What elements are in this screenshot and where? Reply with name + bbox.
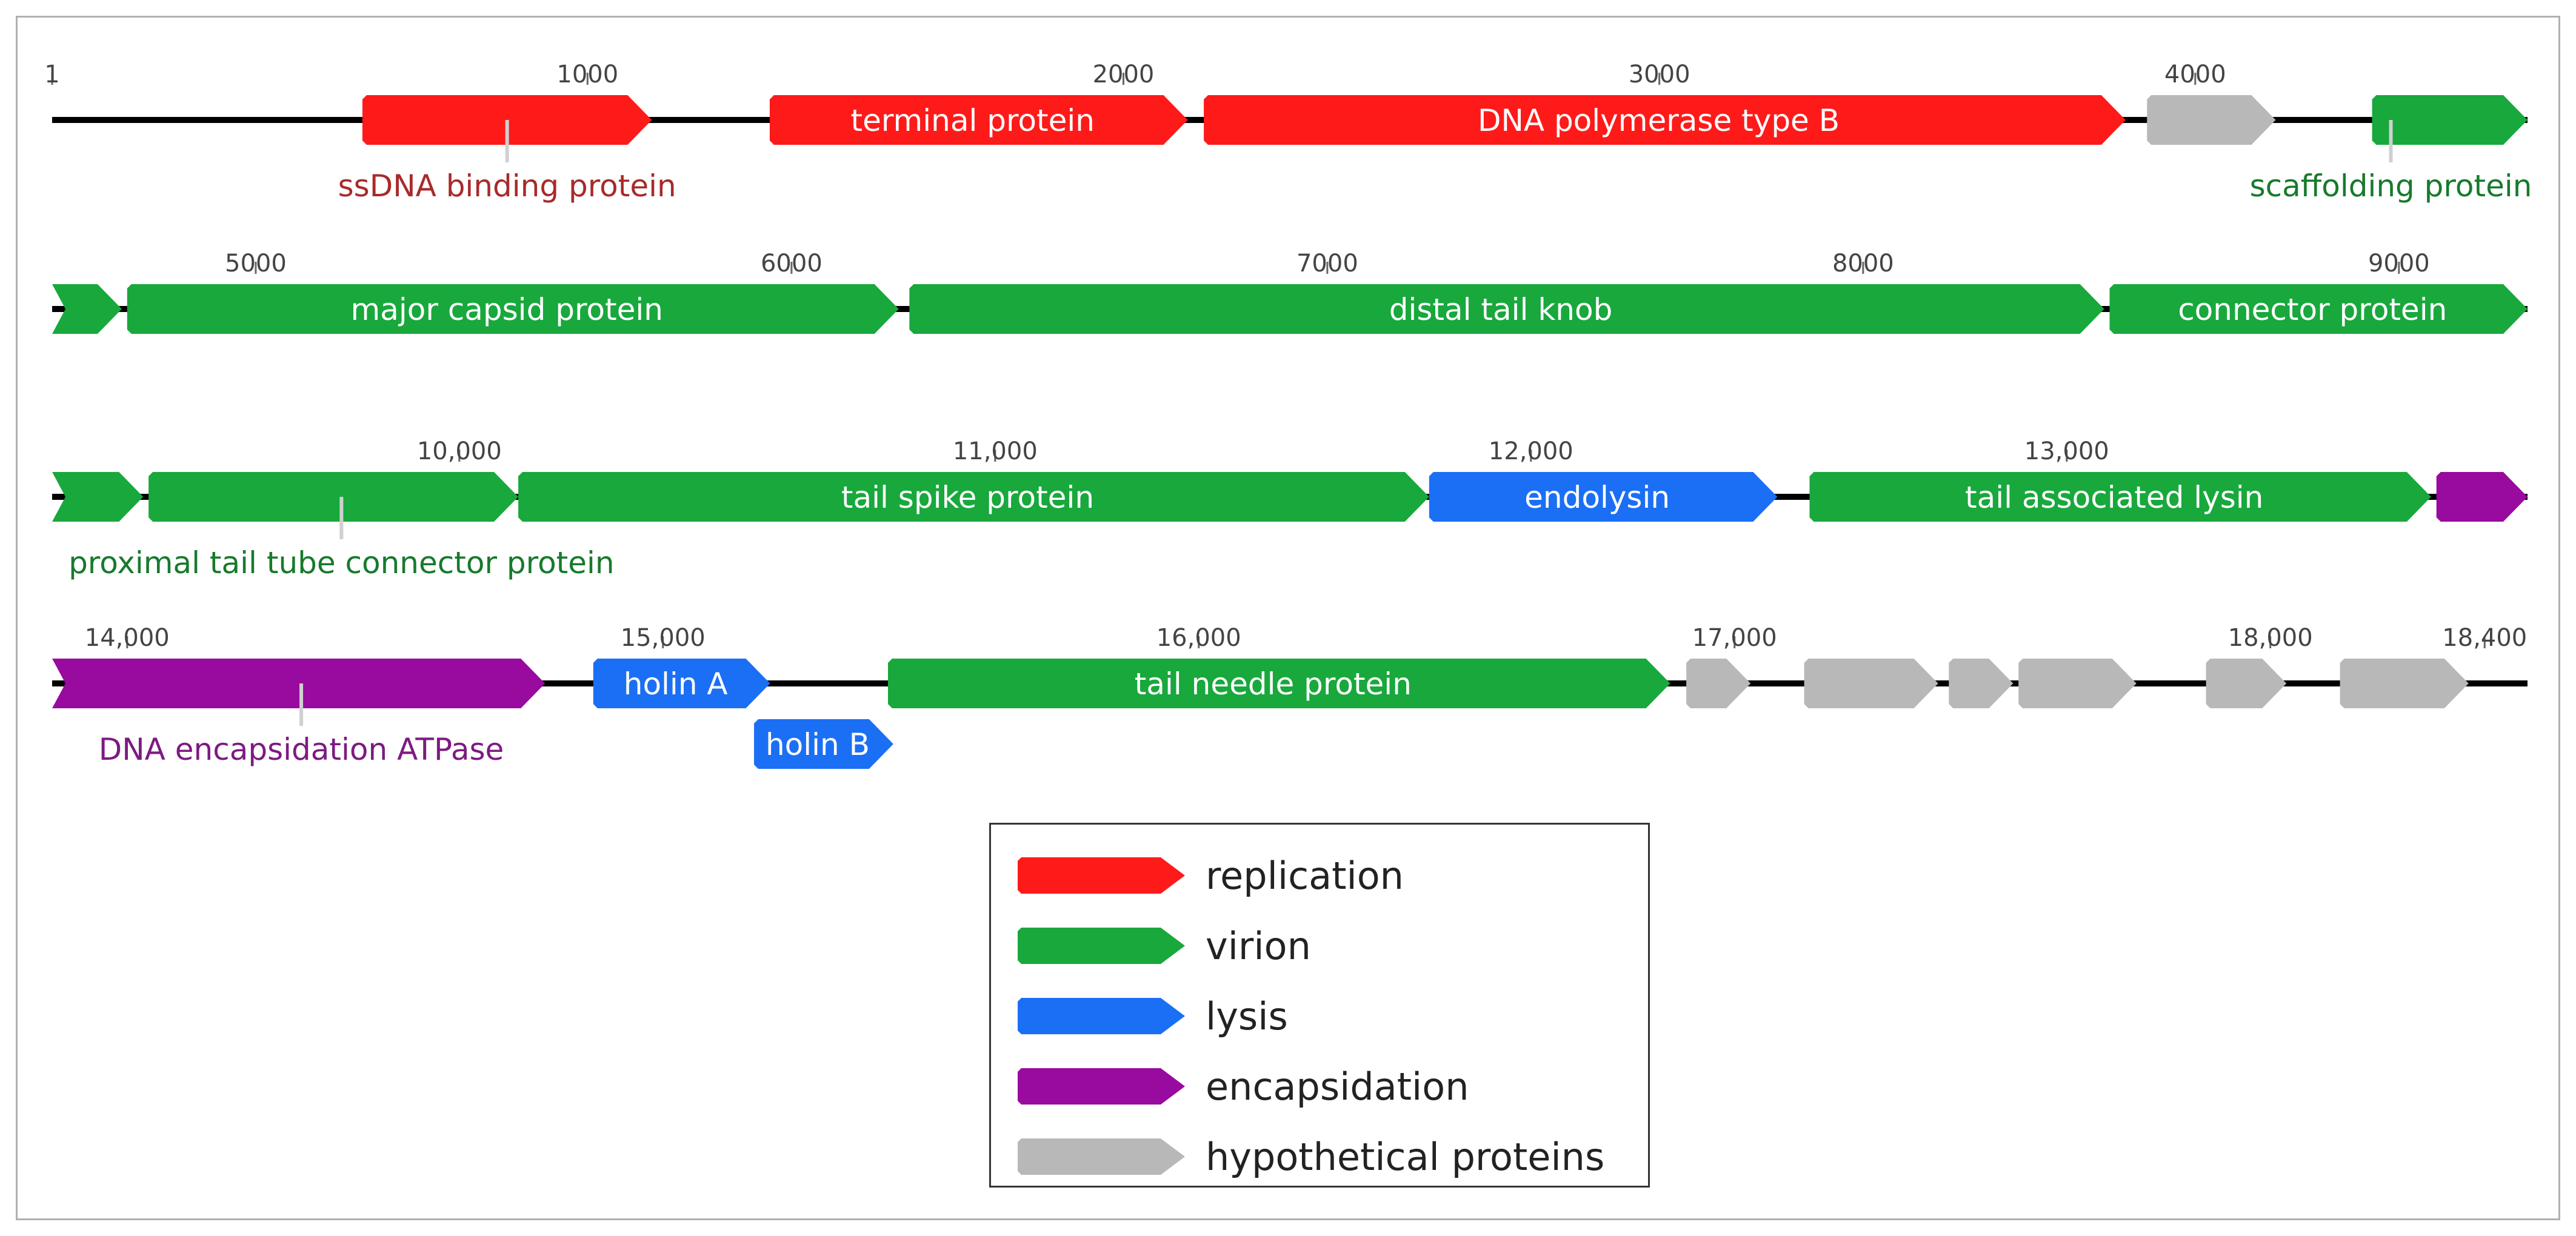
gene-external-label: proximal tail tube connector protein — [68, 545, 615, 580]
tick-label: 16,000 — [1156, 624, 1241, 652]
hypothetical-gene-arrow — [2206, 659, 2287, 708]
tail-needle-protein-gene-arrow — [888, 659, 1670, 708]
legend-item-replication: replication — [1018, 840, 1648, 911]
tick-label: 8000 — [1832, 250, 1894, 277]
legend-label-virion: virion — [1206, 923, 1311, 968]
legend-label-hypothetical: hypothetical proteins — [1206, 1134, 1605, 1179]
gene-label: connector protein — [2178, 292, 2447, 327]
endolysin-gene-arrow — [1429, 472, 1778, 522]
tick-label: 4000 — [2164, 61, 2226, 88]
hypothetical-gene-arrow — [2147, 95, 2276, 145]
tick-label: 7000 — [1296, 250, 1358, 277]
tick-label: 6000 — [761, 250, 823, 277]
holin-a-gene-arrow — [593, 659, 770, 708]
tick-label: 2000 — [1093, 61, 1155, 88]
scaffolding-protein-gene-arrow — [2372, 95, 2528, 145]
virion-gene-arrow — [52, 284, 122, 334]
dna-encapsidation-atpase-gene-arrow — [52, 659, 546, 708]
replication-arrow-icon — [1018, 857, 1185, 894]
tick-label: 10,000 — [417, 437, 502, 465]
legend-item-virion: virion — [1018, 911, 1648, 981]
dna-polymerase-type-b-gene-arrow — [1204, 95, 2126, 145]
gene-label: tail associated lysin — [1965, 480, 2263, 515]
gene-label: terminal protein — [850, 103, 1095, 138]
tick-label: 9000 — [2368, 250, 2430, 277]
legend-label-encapsidation: encapsidation — [1206, 1064, 1469, 1109]
lysis-arrow-icon — [1018, 998, 1185, 1034]
tick-label: 1 — [44, 61, 59, 88]
gene-label: endolysin — [1524, 480, 1670, 515]
tick-label: 3000 — [1629, 61, 1690, 88]
genome-row-1: 1 1000 2000 3000 4000 ssDNA binding protein te… — [44, 61, 2532, 204]
gene-external-label: scaffolding protein — [2250, 168, 2532, 204]
tick-label: 13,000 — [2024, 437, 2109, 465]
holin-b-gene-arrow — [754, 719, 893, 769]
gene-label: tail needle protein — [1135, 666, 1412, 702]
genome-row-4: 14,000 15,000 16,000 17,000 18,000 18,400DNA … — [52, 624, 2528, 769]
hypothetical-gene-arrow — [2018, 659, 2137, 708]
gene-external-label: ssDNA binding protein — [338, 168, 676, 204]
tick-label: 14,000 — [85, 624, 170, 652]
legend: replication virion lysis encapsidation h… — [989, 823, 1650, 1188]
encapsidation-arrow-icon — [1018, 1068, 1185, 1105]
legend-label-replication: replication — [1206, 853, 1404, 898]
hypothetical-gene-arrow — [1949, 659, 2014, 708]
hypothetical-gene-arrow — [1686, 659, 1751, 708]
legend-label-lysis: lysis — [1206, 994, 1288, 1038]
gene-label: holin B — [766, 727, 870, 762]
hypothetical-arrow-icon — [1018, 1138, 1185, 1175]
tick-label: 15,000 — [621, 624, 706, 652]
connector-protein-gene-arrow — [2109, 284, 2528, 334]
terminal-protein-gene-arrow — [769, 95, 1188, 145]
hypothetical-gene-arrow — [2340, 659, 2469, 708]
encapsidation-gene-arrow — [2436, 472, 2528, 522]
gene-label: major capsid protein — [350, 292, 662, 327]
legend-item-hypothetical: hypothetical proteins — [1018, 1121, 1648, 1192]
tick-label: 18,000 — [2228, 624, 2313, 652]
legend-item-encapsidation: encapsidation — [1018, 1051, 1648, 1121]
tick-label: 11,000 — [953, 437, 1038, 465]
gene-label: holin A — [624, 666, 728, 702]
virion-gene-arrow — [52, 472, 144, 522]
tail-associated-lysin-gene-arrow — [1809, 472, 2431, 522]
tick-label: 18,400 — [2442, 624, 2527, 652]
hypothetical-gene-arrow — [1804, 659, 1938, 708]
gene-label: DNA polymerase type B — [1478, 103, 1840, 138]
tick-label: 1000 — [556, 61, 618, 88]
major-capsid-protein-gene-arrow — [127, 284, 899, 334]
tick-label: 12,000 — [1489, 437, 1573, 465]
tail-spike-protein-gene-arrow — [518, 472, 1429, 522]
tick-label: 5000 — [225, 250, 287, 277]
tick-label: 17,000 — [1692, 624, 1777, 652]
gene-label: distal tail knob — [1389, 292, 1613, 327]
virion-arrow-icon — [1018, 928, 1185, 964]
proximal-tail-tube-connector-protein-gene-arrow — [148, 472, 519, 522]
genome-row-3: 10,000 11,000 12,000 13,000 proximal tail tu… — [52, 437, 2528, 580]
genome-row-2: 5000 6000 7000 8000 9000 major capsid protein… — [52, 250, 2528, 334]
legend-item-lysis: lysis — [1018, 981, 1648, 1051]
distal-tail-knob-gene-arrow — [909, 284, 2104, 334]
gene-external-label: DNA encapsidation ATPase — [99, 732, 504, 767]
gene-label: tail spike protein — [841, 480, 1094, 515]
